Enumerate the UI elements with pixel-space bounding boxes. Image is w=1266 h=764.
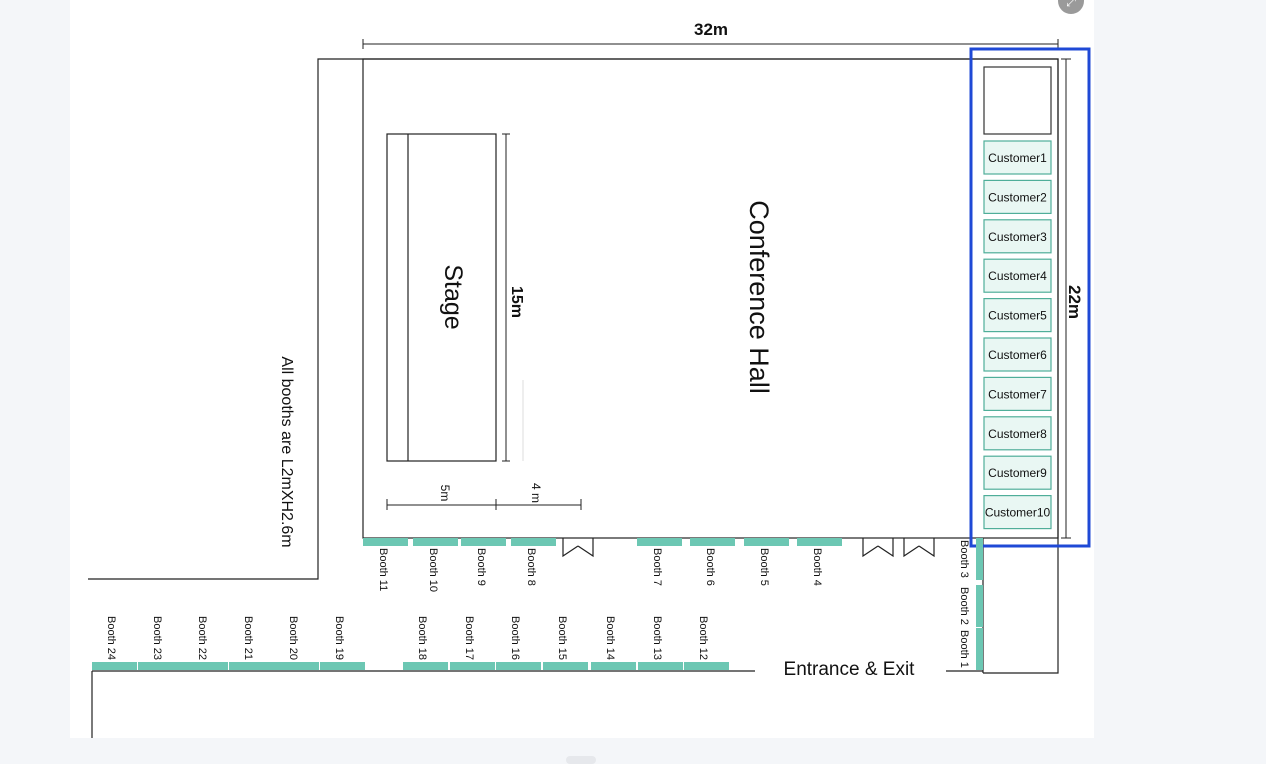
stage-length: 15m [508, 286, 525, 318]
booth-label: Booth 8 [525, 548, 537, 586]
booth-marker [92, 662, 137, 670]
dimension-width: 32m [694, 20, 728, 39]
booth-label: Booth 11 [377, 548, 389, 591]
booth-label: Booth 6 [704, 548, 716, 586]
booth-label: Booth 10 [427, 548, 439, 592]
customer-label: Customer1 [988, 151, 1047, 165]
door-icon [862, 538, 894, 558]
booth-label: Booth 19 [333, 616, 345, 660]
booth-marker [183, 662, 228, 670]
building-outline [88, 58, 1059, 674]
customer-slot [983, 219, 1052, 254]
customer-slot [983, 376, 1052, 411]
booth-marker [797, 538, 842, 546]
booth-label: Booth 9 [475, 548, 487, 586]
customer-label: Customer6 [988, 348, 1047, 362]
floor-plan-canvas: 32m 22m Conference Hall Stage 15m 5m 4 m… [70, 0, 1094, 738]
booth-row-top: Booth 11 Booth 10 Booth 9 Booth 8 Booth 7 Boo… [363, 538, 842, 592]
booth-marker [637, 538, 682, 546]
booth-marker [229, 662, 274, 670]
booth-label: Booth 3 [958, 540, 970, 578]
door-icon [903, 538, 935, 558]
booth-marker [274, 662, 319, 670]
booth-marker [138, 662, 183, 670]
booth-marker [413, 538, 458, 546]
booth-row-bottom: Booth 24 Booth 23 Booth 22 Booth 21 Booth 20… [92, 616, 729, 670]
booth-marker [690, 538, 735, 546]
floor-plan-diagram: 32m 22m Conference Hall Stage 15m 5m 4 m… [88, 20, 1091, 738]
customer-label: Customer3 [988, 230, 1047, 244]
booth-label: Booth 17 [463, 616, 475, 660]
customer-label: Customer10 [985, 506, 1051, 520]
booth-label: Booth 2 [958, 587, 970, 625]
booth-marker [511, 538, 556, 546]
customer-slot [983, 416, 1052, 451]
booth-marker [461, 538, 506, 546]
customer-list: Customer1Customer2Customer3Customer4Cust… [983, 140, 1052, 530]
customer-slot [983, 337, 1052, 372]
booth-column-side: Booth 3 Booth 2 Booth 1 [958, 538, 983, 670]
customer-slot [983, 495, 1052, 530]
customer-slot [983, 140, 1052, 175]
customer-label: Customer9 [988, 466, 1047, 480]
booth-label: Booth 1 [958, 630, 970, 668]
booth-label: Booth 18 [416, 616, 428, 660]
booth-label: Booth 5 [758, 548, 770, 586]
booth-label: Booth 13 [651, 616, 663, 660]
booth-marker [591, 662, 636, 670]
stage-dim-a: 5m [438, 485, 452, 502]
customer-area-box [983, 66, 1052, 135]
stage-dim-b: 4 m [529, 483, 543, 503]
booth-label: Booth 16 [509, 616, 521, 660]
booth-label: Booth 23 [151, 616, 163, 660]
booth-marker [450, 662, 495, 670]
customer-label: Customer2 [988, 190, 1047, 204]
booth-marker [638, 662, 683, 670]
booth-size-note: All booths are L2mXH2.6m [278, 356, 295, 547]
expand-icon: ⤢ [1066, 0, 1076, 9]
dimension-height: 22m [1065, 285, 1084, 319]
booth-marker [976, 538, 983, 580]
booth-label: Booth 7 [651, 548, 663, 586]
customer-label: Customer8 [988, 427, 1047, 441]
booth-label: Booth 15 [556, 616, 568, 660]
booth-marker [744, 538, 789, 546]
booth-marker [976, 628, 983, 670]
booth-marker [496, 662, 541, 670]
customer-label: Customer7 [988, 387, 1047, 401]
booth-marker [320, 662, 365, 670]
booth-marker [684, 662, 729, 670]
booth-marker [403, 662, 448, 670]
customer-slot [983, 298, 1052, 333]
customer-slot [983, 455, 1052, 490]
customer-label: Customer4 [988, 269, 1047, 283]
hall-label: Conference Hall [744, 200, 774, 394]
booth-label: Booth 24 [105, 616, 117, 660]
stage [386, 133, 497, 462]
customer-slot [983, 179, 1052, 214]
entrance-label: Entrance & Exit [784, 659, 916, 680]
selection-highlight [969, 47, 1091, 548]
booth-label: Booth 12 [697, 616, 709, 660]
door-icon [562, 538, 594, 558]
booth-marker [976, 585, 983, 627]
customer-label: Customer5 [988, 309, 1047, 323]
scroll-handle[interactable] [566, 756, 596, 764]
booth-label: Booth 14 [604, 616, 616, 660]
customer-slot [983, 258, 1052, 293]
expand-button[interactable]: ⤢ [1058, 0, 1084, 14]
booth-marker [543, 662, 588, 670]
booth-label: Booth 20 [287, 616, 299, 660]
booth-label: Booth 4 [811, 548, 823, 586]
booth-label: Booth 22 [196, 616, 208, 660]
booth-label: Booth 21 [242, 616, 254, 660]
booth-marker [363, 538, 408, 546]
stage-label: Stage [439, 264, 467, 329]
